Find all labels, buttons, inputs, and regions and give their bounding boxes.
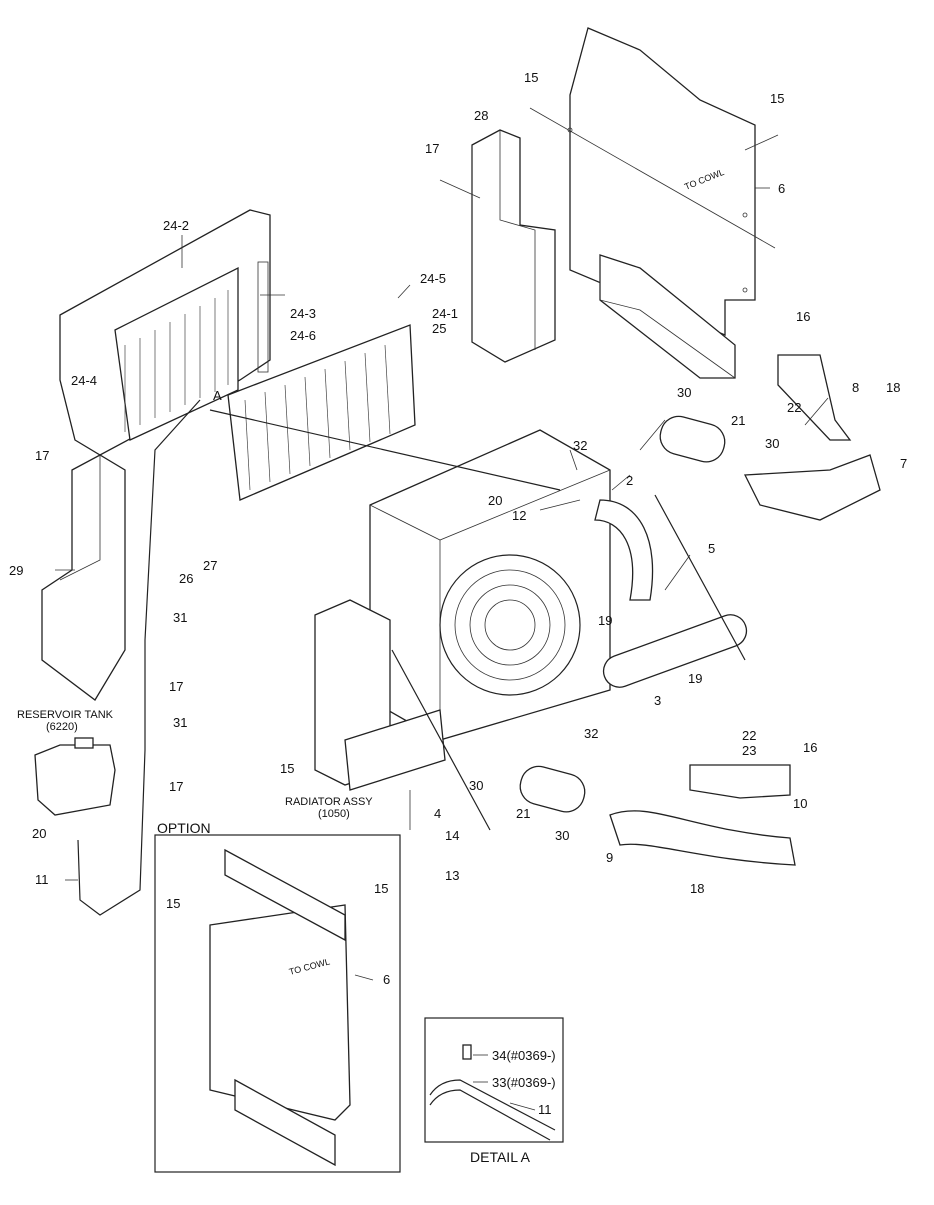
part-label: 11 [538,1102,552,1117]
part-label: 15 [280,761,294,776]
part-label: 30 [677,385,691,400]
part-label: 11 [35,872,49,887]
part-label: 32 [573,438,587,453]
detail-a-box [424,1017,564,1143]
brackets [689,354,852,799]
part-label: 22 [787,400,801,415]
part-label: 18 [690,881,704,896]
part-label: 24-2 [163,218,189,233]
part-label: A [213,388,222,403]
part-label: 15 [524,70,538,85]
part-label: 6 [778,181,785,196]
reservoir-tank [34,737,116,816]
part-label: 24-4 [71,373,97,388]
part-label: 20 [32,826,46,841]
option-box [154,834,401,1173]
part-label: 14 [445,828,459,843]
part-label: 34(#0369-) [492,1048,556,1063]
part-label: 27 [203,558,217,573]
radiator-assembly [314,429,611,791]
cowl-cover-part-6 [567,27,756,379]
captions: RESERVOIR TANK (6220) RADIATOR ASSY (105… [17,709,373,820]
reservoir-tank-caption: RESERVOIR TANK [17,709,114,721]
radiator-assy-caption: RADIATOR ASSY [285,796,373,808]
air-duct-part-28 [471,129,556,363]
part-label: 31 [173,715,187,730]
part-label: 28 [474,108,488,123]
part-label: 29 [9,563,23,578]
part-label: 10 [793,796,807,811]
part-label: 33(#0369-) [492,1075,556,1090]
air-duct-part-29 [41,454,126,701]
part-label: 21 [731,413,745,428]
part-label: 13 [445,868,459,883]
part-labels: 15 28 15 6 17 24-2 24-5 24-3 24-1 25 24-… [9,70,907,1117]
part-label: 2 [626,473,633,488]
radiator-frame-panel [59,209,271,456]
part-label: 9 [606,850,613,865]
leader-lines [55,107,829,1111]
part-label: 5 [708,541,715,556]
part-label: 24-1 [432,306,458,321]
part-label: 24-6 [290,328,316,343]
part-label: 19 [688,671,702,686]
part-label: 31 [173,610,187,625]
part-label: 26 [179,571,193,586]
part-label: 17 [425,141,439,156]
part-label: 12 [512,508,526,523]
part-label: 17 [169,779,183,794]
part-label: 21 [516,806,530,821]
part-label: 16 [796,309,810,324]
detail-a-title: DETAIL A [470,1149,531,1165]
part-label: 16 [803,740,817,755]
part-label: 30 [555,828,569,843]
part-label: 19 [598,613,612,628]
part-label: 17 [35,448,49,463]
option-title: OPTION [157,820,211,836]
part-label: 18 [886,380,900,395]
part-label: 15 [770,91,784,106]
oil-cooler-part-24-1 [227,324,416,501]
part-label: 15 [374,881,388,896]
part-label: 6 [383,972,390,987]
part-label: 15 [166,896,180,911]
reservoir-tank-code: (6220) [46,721,78,733]
part-label: 24-5 [420,271,446,286]
part-label: 30 [765,436,779,451]
part-label: 30 [469,778,483,793]
part-label: 4 [434,806,441,821]
part-label: 3 [654,693,661,708]
part-label: 24-3 [290,306,316,321]
part-label: 25 [432,321,446,336]
part-label: 7 [900,456,907,471]
hoses-and-pipes [77,399,881,916]
part-label: 8 [852,380,859,395]
part-label: 17 [169,679,183,694]
part-label: 22 [742,728,756,743]
part-label: 23 [742,743,756,758]
part-label: 32 [584,726,598,741]
radiator-assy-code: (1050) [318,808,350,820]
part-label: 20 [488,493,502,508]
